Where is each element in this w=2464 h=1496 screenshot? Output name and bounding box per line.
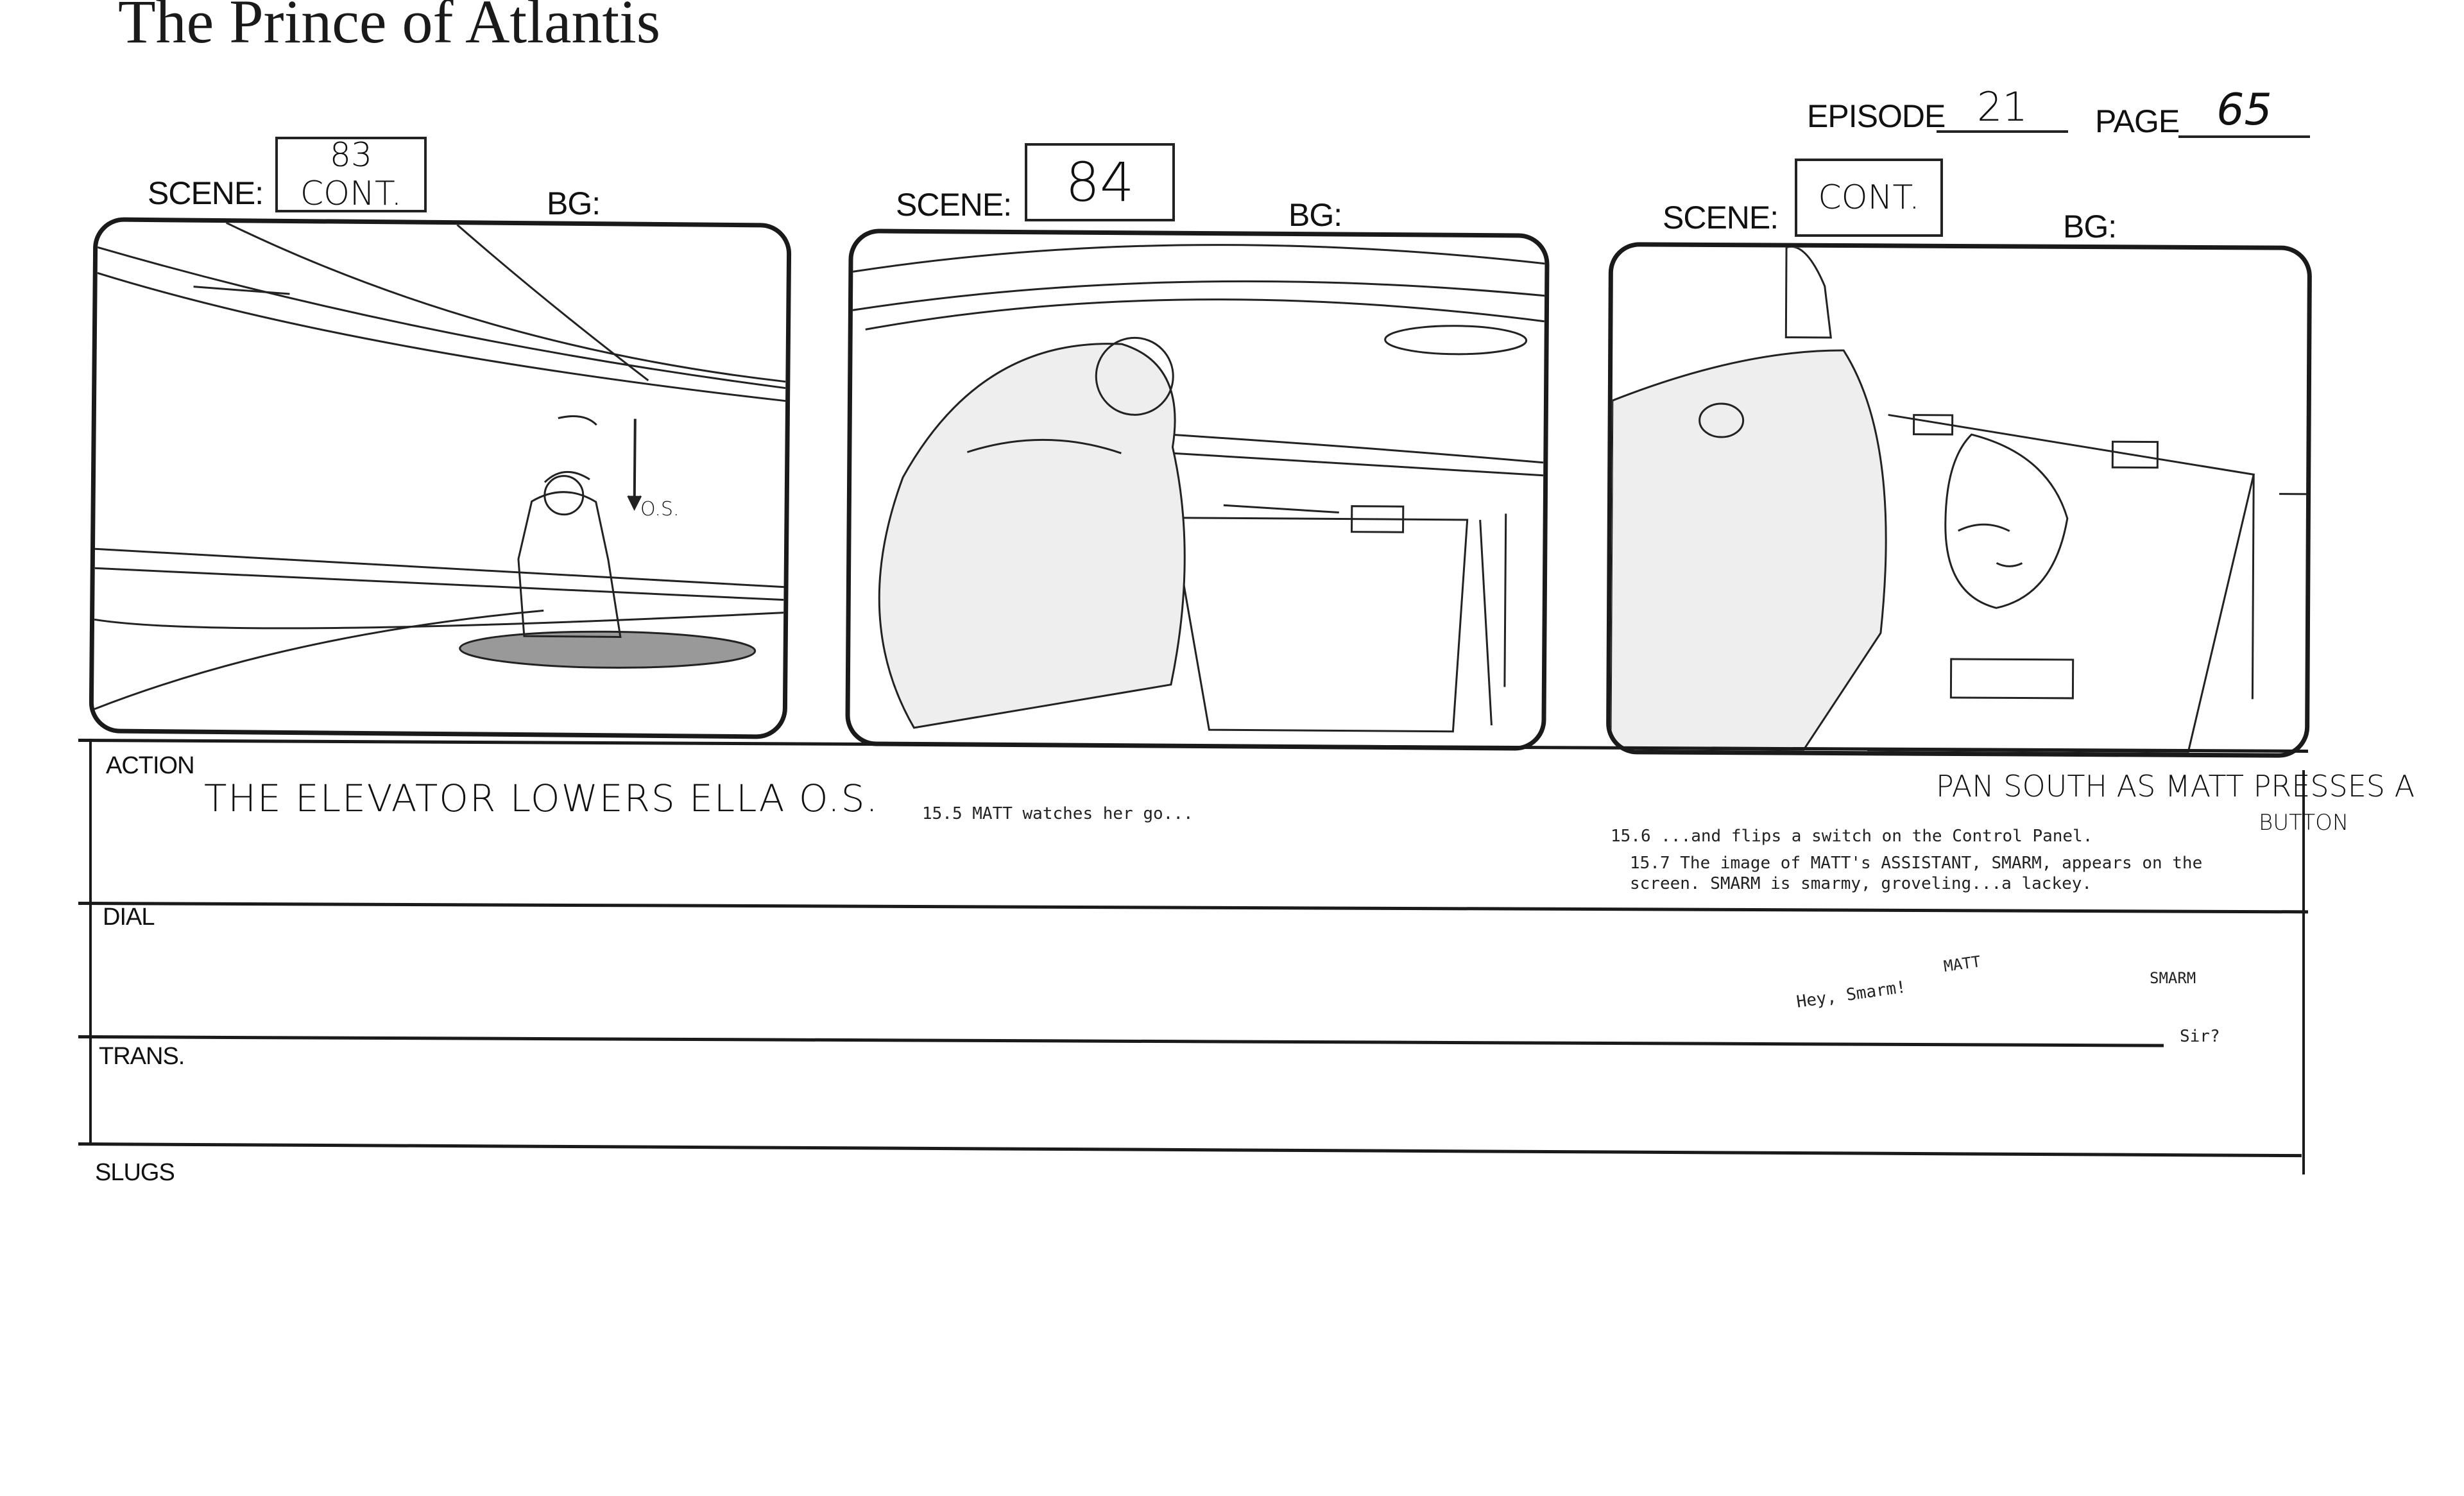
- page-value: 65: [2178, 85, 2310, 138]
- scene-value-1: 83 CONT.: [300, 136, 402, 213]
- scene-label-3: SCENE:: [1663, 200, 1779, 236]
- action-text-15-7-line-1: 15.7 The image of MATT's ASSISTANT, SMAR…: [1630, 854, 2203, 873]
- action-note-panel-3: PAN SOUTH AS MATT PRESSES A: [1936, 769, 2415, 804]
- dial-label: DIAL: [103, 904, 155, 931]
- episode-value: 21: [1937, 83, 2068, 133]
- action-text-15-7-line-2: screen. SMARM is smarmy, groveling...a l…: [1630, 874, 2092, 893]
- dial-speaker-matt: MATT: [1942, 952, 1982, 976]
- trans-row-bottom-border: [78, 1142, 2302, 1158]
- storyboard-panel-2: [845, 228, 1550, 751]
- action-label: ACTION: [106, 752, 195, 779]
- dial-line-smarm: Sir?: [2180, 1027, 2220, 1046]
- scene-label-1: SCENE:: [148, 175, 264, 211]
- scene-value-3: CONT.: [1818, 178, 1920, 217]
- scene-label-2: SCENE:: [896, 187, 1012, 223]
- table-left-border: [89, 739, 92, 1144]
- dial-line-matt: Hey, Smarm!: [1795, 977, 1908, 1012]
- panel-2-sketch: [852, 244, 1545, 733]
- action-text-15-5: 15.5 MATT watches her go...: [922, 804, 1194, 823]
- scene-box-3: CONT.: [1795, 159, 1943, 237]
- document-title: The Prince of Atlantis: [118, 0, 661, 56]
- action-note-panel-3-cont: BUTTON: [2259, 810, 2349, 836]
- bg-label-1: BG:: [547, 185, 601, 221]
- dial-speaker-smarm: SMARM: [2150, 969, 2196, 987]
- action-text-15-6: 15.6 ...and flips a switch on the Contro…: [1611, 827, 2093, 846]
- slugs-label: SLUGS: [95, 1159, 175, 1186]
- offscreen-note: O.S.: [640, 498, 680, 520]
- panel-3-sketch: [1609, 245, 2307, 754]
- page-label: PAGE: [2095, 103, 2180, 139]
- storyboard-panel-1: [89, 217, 792, 739]
- storyboard-panel-3: [1605, 242, 2313, 758]
- episode-label: EPISODE: [1807, 98, 1946, 134]
- panel-1-sketch: [93, 221, 786, 710]
- table-right-border: [2302, 770, 2305, 1174]
- scene-box-2: 84: [1025, 143, 1175, 221]
- bg-label-2: BG:: [1288, 197, 1342, 233]
- trans-row-top-border: [78, 1035, 2164, 1047]
- scene-value-2: 84: [1065, 151, 1134, 214]
- bg-label-3: BG:: [2063, 209, 2117, 245]
- action-note-panel-1: THE ELEVATOR LOWERS ELLA O.S.: [204, 777, 879, 820]
- trans-label: TRANS.: [99, 1043, 185, 1070]
- dial-row-top-border: [78, 902, 2308, 914]
- scene-box-1: 83 CONT.: [275, 136, 427, 213]
